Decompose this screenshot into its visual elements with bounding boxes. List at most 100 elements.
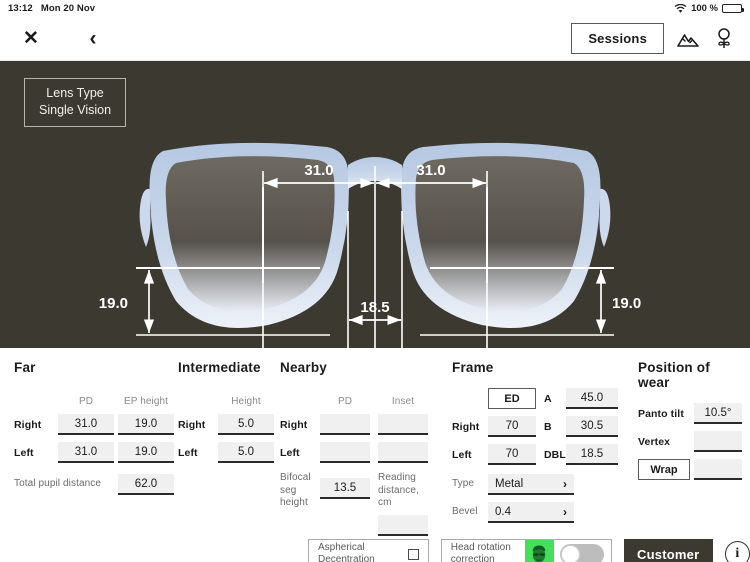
far-row-right: Right 31.0 19.0 <box>14 414 174 435</box>
frame-row-bevel: Bevel 0.4 › <box>452 502 622 523</box>
far-left-label: Left <box>14 446 34 459</box>
pow-row-panto: Panto tilt 10.5° <box>638 403 744 424</box>
head-rotation-correction-label: Head rotation correction <box>450 541 511 562</box>
frame-row-ed: ED A 45.0 <box>452 388 622 409</box>
nearby-pd-left-input[interactable] <box>320 442 370 463</box>
intermediate-col-height: Height <box>231 396 261 407</box>
frame-right-label: Right <box>452 420 480 433</box>
chevron-right-icon-bevel: › <box>563 504 567 519</box>
panto-tilt-input[interactable]: 10.5° <box>694 403 742 424</box>
bifocal-seg-height-input[interactable]: 13.5 <box>320 478 370 499</box>
frame-bevel-select[interactable]: 0.4 › <box>488 502 574 523</box>
nearby-right-label: Right <box>280 418 308 431</box>
height-reference-lines <box>136 267 614 336</box>
far-title: Far <box>14 360 36 375</box>
section-frame: Frame ED A 45.0 Right 70 B 30.5 Left 70 … <box>452 360 622 523</box>
pd-right-label: 31.0 <box>304 162 333 179</box>
nearby-inset-right-input[interactable] <box>378 414 428 435</box>
far-row-left: Left 31.0 19.0 <box>14 442 174 463</box>
frame-type-select[interactable]: Metal › <box>488 474 574 495</box>
frame-row-left: Left 70 DBL 18.5 <box>452 444 622 465</box>
frame-b-label: B <box>544 420 552 433</box>
intermediate-left-label: Left <box>178 446 198 459</box>
lens-type-value: Single Vision <box>39 102 112 117</box>
frame-type-value: Metal <box>495 477 524 490</box>
frame-dbl-input[interactable]: 18.5 <box>566 444 618 465</box>
wrap-input[interactable] <box>694 459 742 480</box>
customer-button[interactable]: Customer <box>623 539 713 562</box>
head-rotation-correction-option[interactable]: Head rotation correction <box>440 539 612 562</box>
intermediate-height-right-input[interactable]: 5.0 <box>218 414 274 435</box>
height-right-label: 19.0 <box>99 295 128 312</box>
chevron-left-icon[interactable]: ‹ <box>89 27 97 50</box>
top-toolbar: ✕ ‹ Sessions <box>0 17 750 61</box>
nearby-row-left: Left <box>280 442 440 463</box>
intermediate-right-label: Right <box>178 418 206 431</box>
lens-type-badge[interactable]: Lens Type Single Vision <box>24 78 127 127</box>
far-pd-right-input[interactable]: 31.0 <box>58 414 114 435</box>
measurement-form: Far PD EP height Right 31.0 19.0 Left 31… <box>0 348 750 562</box>
nearby-row-right: Right <box>280 414 440 435</box>
nearby-inset-left-input[interactable] <box>378 442 428 463</box>
ed-button[interactable]: ED <box>488 388 536 409</box>
far-ep-right-input[interactable]: 19.0 <box>118 414 174 435</box>
nearby-left-label: Left <box>280 446 300 459</box>
frame-ed-right-input[interactable]: 70 <box>488 416 536 437</box>
flower-icon[interactable] <box>712 27 736 51</box>
section-nearby: Nearby PD Inset Right Left Bifocal seg h… <box>280 360 440 536</box>
status-time: 13:12 <box>8 3 33 14</box>
vertex-input[interactable] <box>694 431 742 452</box>
far-row-total: Total pupil distance 62.0 <box>14 474 174 495</box>
panto-tilt-label: Panto tilt <box>638 407 684 420</box>
pd-left-label: 31.0 <box>416 162 445 179</box>
wifi-icon <box>674 3 687 13</box>
far-col-pd: PD <box>78 396 94 407</box>
mountains-icon[interactable] <box>676 27 700 51</box>
info-icon[interactable]: i <box>724 541 750 562</box>
head-rotation-toggle[interactable] <box>559 543 604 562</box>
reading-distance-input[interactable] <box>378 514 428 536</box>
head-thumbnail-icon <box>524 540 554 562</box>
intermediate-row-right: Right 5.0 <box>178 414 274 435</box>
intermediate-row-left: Left 5.0 <box>178 442 274 463</box>
total-pupil-distance-input[interactable]: 62.0 <box>118 474 174 495</box>
frame-row-right: Right 70 B 30.5 <box>452 416 622 437</box>
nearby-row-bifocal: Bifocal seg height 13.5 Reading distance… <box>280 472 440 536</box>
frame-type-label: Type <box>452 478 475 490</box>
sessions-button[interactable]: Sessions <box>571 23 664 54</box>
position-of-wear-title: Position of wear <box>638 360 710 390</box>
far-right-label: Right <box>14 418 42 431</box>
lens-type-title: Lens Type <box>46 86 104 100</box>
dbl-label: 18.5 <box>360 299 389 316</box>
section-intermediate: Intermediate Height Right 5.0 Left 5.0 <box>178 360 274 463</box>
frame-a-label: A <box>544 392 552 405</box>
toggle-knob <box>560 544 580 562</box>
frame-bevel-label: Bevel <box>452 506 478 518</box>
aspherical-decentration-option[interactable]: Aspherical Decentration <box>308 539 429 562</box>
vertex-label: Vertex <box>638 435 671 448</box>
bottom-action-bar: Aspherical Decentration Head rotation co… <box>0 537 750 562</box>
far-ep-left-input[interactable]: 19.0 <box>118 442 174 463</box>
frame-a-input[interactable]: 45.0 <box>566 388 618 409</box>
frame-b-input[interactable]: 30.5 <box>566 416 618 437</box>
far-pd-left-input[interactable]: 31.0 <box>58 442 114 463</box>
pow-row-wrap: Wrap <box>638 459 744 480</box>
frame-title: Frame <box>452 360 494 375</box>
aspherical-decentration-checkbox[interactable] <box>407 548 419 560</box>
bifocal-seg-height-label: Bifocal seg height <box>280 472 311 508</box>
frame-illustration: 31.0 31.0 19.0 19.0 18.5 <box>99 142 641 348</box>
status-bar: 13:12 Mon 20 Nov 100 % <box>0 0 750 17</box>
aspherical-decentration-label: Aspherical Decentration <box>318 541 375 562</box>
intermediate-height-left-input[interactable]: 5.0 <box>218 442 274 463</box>
close-x-icon[interactable]: ✕ <box>23 28 39 49</box>
section-far: Far PD EP height Right 31.0 19.0 Left 31… <box>14 360 174 495</box>
height-left-label: 19.0 <box>612 295 641 312</box>
nearby-title: Nearby <box>280 360 327 375</box>
toolbar-right-group: Sessions <box>571 23 736 54</box>
total-pupil-distance-label: Total pupil distance <box>14 478 102 490</box>
status-date: Mon 20 Nov <box>40 3 96 14</box>
chevron-right-icon: › <box>563 476 567 491</box>
wrap-button[interactable]: Wrap <box>638 459 690 480</box>
nearby-pd-right-input[interactable] <box>320 414 370 435</box>
frame-ed-left-input[interactable]: 70 <box>488 444 536 465</box>
